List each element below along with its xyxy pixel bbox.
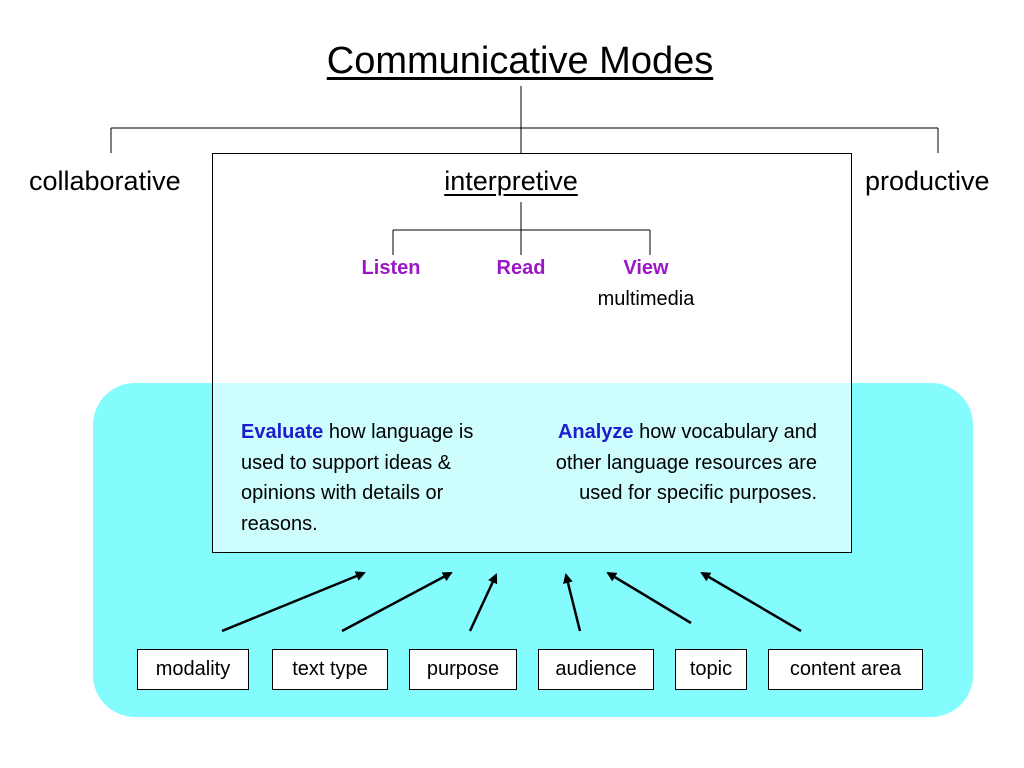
arrow-audience: [563, 573, 582, 632]
arrow-content-area: [700, 571, 802, 633]
evaluate-text: how language is used to support ideas & …: [241, 421, 474, 535]
mode-interpretive: interpretive: [444, 166, 578, 196]
submode-view: View: [623, 257, 669, 279]
mode-collaborative: collaborative: [29, 166, 181, 196]
factor-modality: modality: [137, 649, 249, 690]
submode-view-note: multimedia: [597, 288, 695, 310]
mode-productive: productive: [865, 166, 990, 196]
factor-text-type: text type: [272, 649, 388, 690]
evaluate-paragraph: Evaluate how language is used to support…: [241, 417, 521, 539]
factor-content-area: content area: [768, 649, 923, 690]
arrow-purpose: [468, 573, 498, 632]
interpretive-box-lower-fill: [213, 383, 851, 552]
factor-purpose: purpose: [409, 649, 517, 690]
factor-topic: topic: [675, 649, 747, 690]
factor-audience: audience: [538, 649, 654, 690]
arrow-topic: [606, 571, 692, 625]
evaluate-keyword: Evaluate: [241, 421, 324, 443]
interpretive-box: [212, 153, 852, 553]
submode-listen: Listen: [361, 257, 421, 279]
arrow-modality: [221, 571, 366, 633]
analyze-text: how vocabulary and other language resour…: [555, 421, 817, 504]
submode-read: Read: [496, 257, 546, 279]
analyze-keyword: Analyze: [557, 421, 634, 443]
arrow-text-type: [341, 571, 453, 633]
diagram-title: Communicative Modes: [326, 40, 714, 82]
analyze-paragraph: Analyze how vocabulary and other languag…: [537, 417, 817, 509]
